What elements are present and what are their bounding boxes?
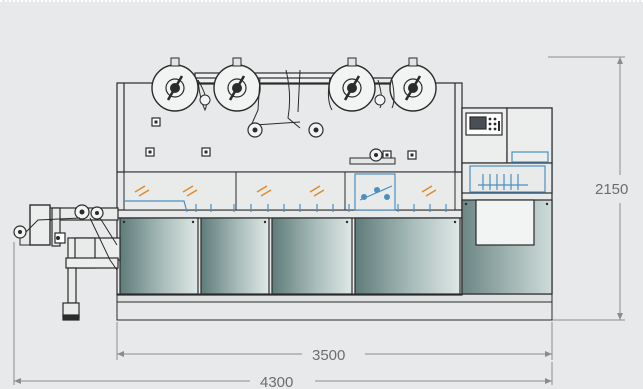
top-dotted-border [0,0,643,2]
lower-cabinet-panels [119,217,461,295]
cabinet-screws [464,202,549,206]
film-reel-3 [328,64,376,112]
center-sealing-roller [349,148,396,165]
infeed-web-path [19,217,118,271]
total-width-dimension-label: 4300 [260,374,293,389]
dimension-arrowheads [14,57,623,384]
height-dimension-label: 2150 [595,181,628,198]
forming-rollers-blue [361,187,390,200]
inner-width-dimension-label: 3500 [312,347,345,364]
dimension-lines [13,56,625,385]
control-cabinet [461,107,553,295]
machine-base [116,293,553,321]
guide-rollers [199,94,386,138]
infeed-unit [29,204,121,321]
glass-window-row [123,171,456,211]
control-panel-buttons [488,117,500,131]
film-web-path [197,69,395,129]
panel-screws [122,220,457,224]
film-reel-4 [389,64,437,112]
infeed-rollers [13,204,104,240]
film-reel-2 [213,64,261,112]
reel-mounts [170,57,418,67]
sensor-dots [148,120,414,157]
cabinet-blue-window [469,151,549,193]
film-reel-1 [151,64,199,112]
conveyor-blue [124,173,447,213]
